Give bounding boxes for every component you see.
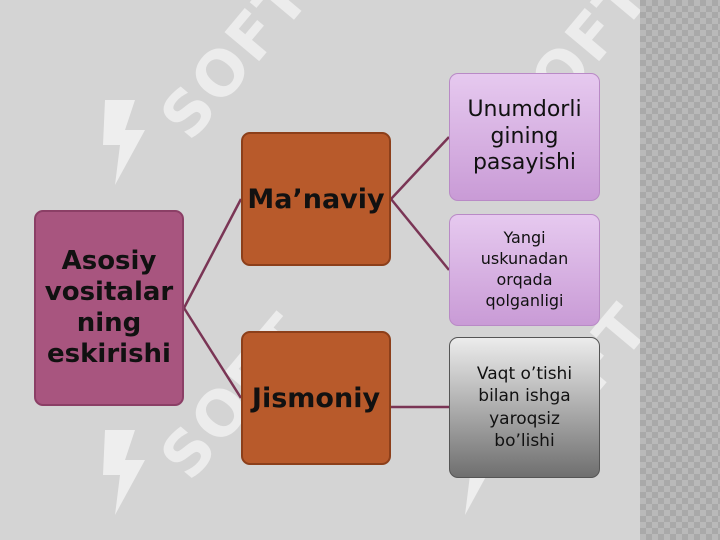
branch-node-label: Ma’naviy	[247, 183, 385, 215]
branch-node-jismoniy: Jismoniy	[241, 331, 391, 465]
slide-canvas: SOFT SOFT SOFT SOFT Asosiy vositalar nin…	[34, 0, 665, 515]
watermark-logo-icon	[103, 100, 145, 185]
watermark-logo-icon	[103, 430, 145, 515]
connector-branch1-leaf1	[390, 136, 450, 200]
root-node-label: Asosiy vositalar ning eskirishi	[44, 245, 174, 370]
connector-lines	[182, 136, 450, 409]
connector-root-branch1	[182, 198, 243, 309]
leaf-node-vaqt-otishi: Vaqt o’tishi bilan ishga yaroqsiz bo’lis…	[449, 337, 600, 478]
leaf-node-label: Yangi uskunadan orqada qolganligi	[480, 228, 569, 310]
leaf-node-label: Vaqt o’tishi bilan ishga yaroqsiz bo’lis…	[476, 364, 573, 451]
branch-node-manaviy: Ma’naviy	[241, 132, 391, 266]
root-node: Asosiy vositalar ning eskirishi	[34, 210, 184, 406]
leaf-node-yangi-uskuna: Yangi uskunadan orqada qolganligi	[449, 214, 600, 326]
side-pattern-panel	[640, 0, 720, 540]
leaf-node-label: Unumdorli gining pasayishi	[467, 96, 582, 176]
branch-node-label: Jismoniy	[251, 382, 381, 414]
leaf-node-unumdorlik: Unumdorli gining pasayishi	[449, 73, 600, 201]
connector-root-branch2	[182, 307, 243, 399]
connector-branch1-leaf2	[390, 198, 450, 271]
